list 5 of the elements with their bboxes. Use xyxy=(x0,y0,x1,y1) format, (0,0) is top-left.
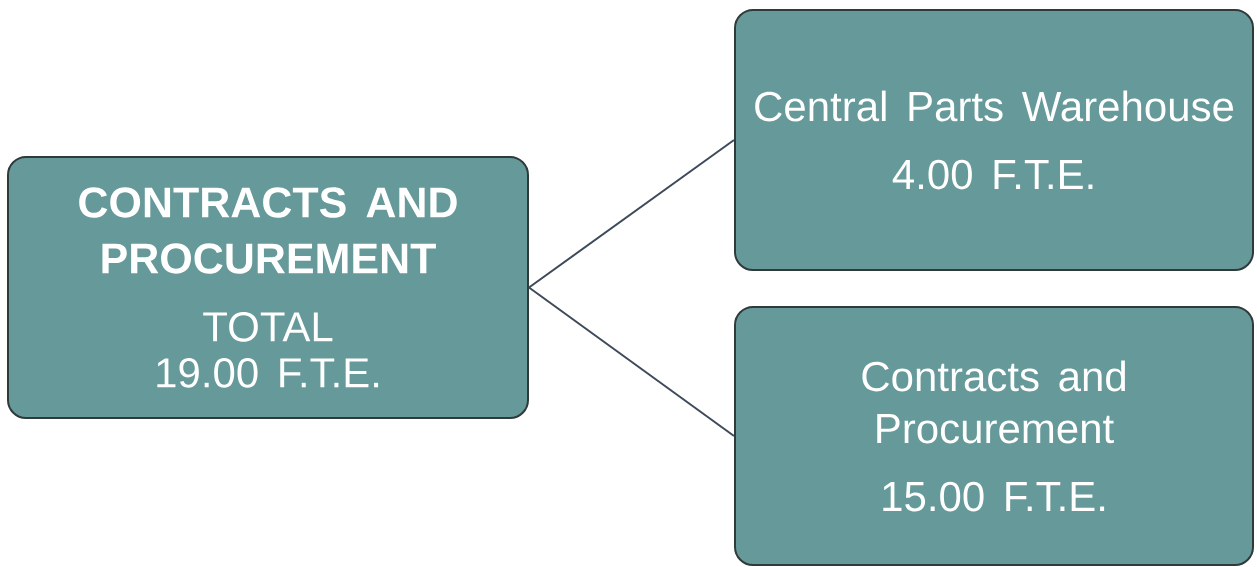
connector-line xyxy=(528,286,735,437)
org-box: CONTRACTS AND PROCUREMENT TOTAL 19.00 F.T.E. xyxy=(7,156,529,419)
org-box: Contracts and Procurement 15.00 F.T.E. xyxy=(734,306,1254,566)
connector-line xyxy=(528,139,735,289)
org-box: Central Parts Warehouse 4.00 F.T.E. xyxy=(734,9,1254,271)
